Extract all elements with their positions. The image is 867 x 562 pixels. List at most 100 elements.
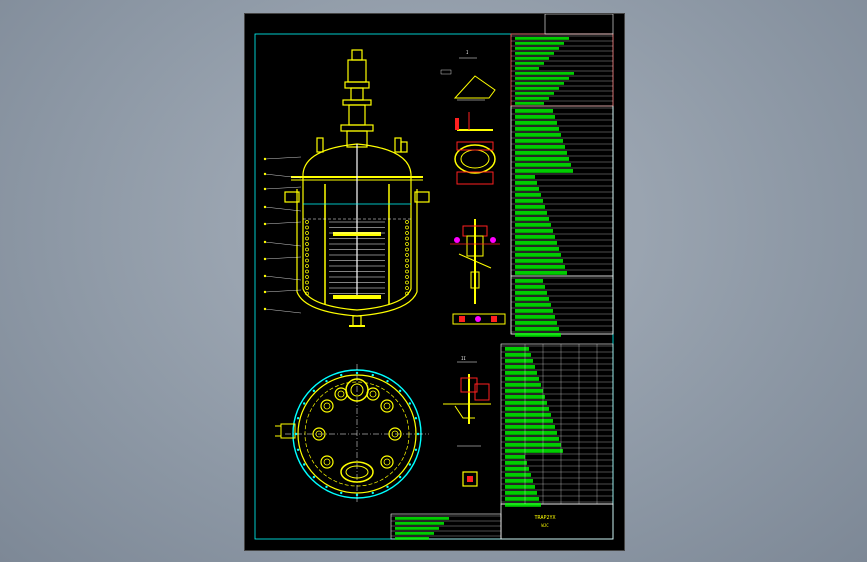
table-text-bar [395,522,444,525]
table-text-bar [505,497,539,501]
table-text-bar [515,309,553,313]
leader-line [264,173,302,179]
jacket-dot [305,280,309,285]
jacket-dot [405,286,409,290]
leader-dot [263,187,267,191]
jacket-dot [305,247,309,252]
jacket-dot [405,220,409,224]
table-text-bar [505,491,537,495]
table-text-bar [505,401,547,405]
nozzle-inner [323,402,331,410]
table-text-bar [515,139,563,143]
bolt-hole [414,417,418,420]
heating-coil [305,220,409,296]
table-text-bar [505,455,525,459]
table-text-bar [515,291,547,295]
leader-line [264,289,302,293]
plan-nozzles [294,371,420,497]
bolt-hole [325,379,328,383]
title-block-name: TRAP2YX [534,515,555,521]
table-text-bar [505,377,539,381]
svg-text:I: I [466,50,469,55]
table-text-bar [505,467,529,471]
jacket-dot [305,253,309,257]
jacket-dot [405,247,409,252]
jacket-dot [405,253,409,257]
table-text-bar [515,235,555,239]
jacket-dot [405,291,409,296]
jacket-dot [305,231,309,235]
table-text-bar [505,473,531,477]
leader-line [264,308,302,314]
jacket-dot [305,275,309,279]
leader-dot [263,172,267,176]
leader-line [264,156,302,160]
table-text-bar [515,259,563,263]
table-text-bar [515,42,564,45]
vessel-plan-view [275,364,429,504]
table-text-bar [515,97,549,100]
jacket-dot [405,242,409,246]
table-text-bar [515,253,561,257]
bolt-hole [296,417,300,420]
table-text-bar [505,353,531,357]
bolt-hole [386,485,389,489]
nozzle-inner [383,458,391,466]
table-text-bar [505,365,535,369]
leader-line [264,206,302,212]
bolt-hole [294,432,298,436]
jacket-dot [305,242,309,246]
table-text-bar [515,102,544,105]
table-text-bar [515,333,561,337]
nozzle-inner [369,390,377,398]
table-text-bar [515,187,539,191]
bolt-hole [398,475,402,479]
nozzle-inner [315,430,323,438]
bolt-hole [414,448,418,451]
jacket-dot [305,258,309,263]
table-text-bar [515,72,574,75]
table-text-bar [515,145,565,149]
drawing-sheet: I II [244,13,625,551]
table-text-bar [515,127,559,131]
table-rows [391,35,613,540]
nozzle-outer [380,455,394,469]
table-text-bar [515,82,564,85]
table-text-bar [515,151,567,155]
jacket-dot [405,231,409,235]
table-text-bar [505,503,541,507]
jacket-dot [305,236,309,241]
table-text-bar [515,175,535,179]
table-text-bar [505,413,551,417]
table-text-bar [515,265,565,269]
bolt-hole [386,379,389,383]
bolt-hole [325,485,328,489]
table-text-bar [515,247,559,251]
table-text-bar [515,77,569,80]
table-text-bar [515,297,549,301]
nozzle-inner [383,402,391,410]
bolt-hole [371,373,374,377]
jacket-dot [405,280,409,285]
technical-tables [390,14,614,540]
table-text-bar [515,169,573,173]
nozzle-inner [323,458,331,466]
table-text-bar [515,241,557,245]
table-text-bar [515,47,559,50]
leader-dot [263,222,267,226]
table-text-bar [505,347,529,351]
bolt-hole [408,402,412,405]
table-text-bar [515,205,545,209]
leader-dot [263,157,267,161]
table-text-bar [515,133,561,137]
jacket-dot [405,236,409,241]
table-text-bar [515,327,559,331]
table-text-bar [505,359,533,363]
table-text-bar [395,517,449,520]
bolt-hole [312,389,316,393]
detail-views: I II [440,50,506,487]
table-text-bar [515,217,549,221]
table-text-bar [505,431,557,435]
bolt-hole [312,475,316,479]
nozzle-outer [388,427,402,441]
